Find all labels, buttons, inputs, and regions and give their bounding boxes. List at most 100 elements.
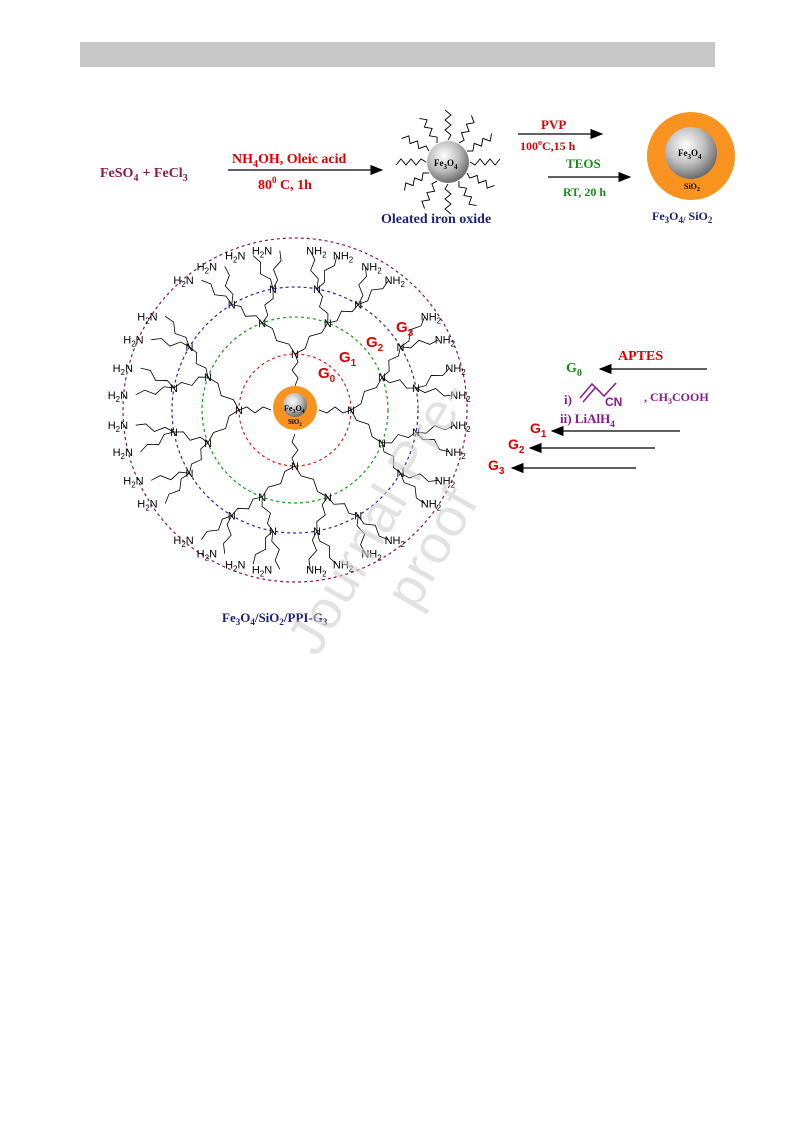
amine-group: H2N: [225, 251, 245, 265]
dendrimer-bond: [381, 376, 417, 389]
condition-teos: RT, 20 h: [563, 185, 606, 199]
iron-oxide-sphere: [427, 141, 469, 183]
dendrimer-bond: [262, 322, 296, 355]
nitrogen-atom: N: [170, 383, 178, 395]
dendrimer-bond: [400, 339, 439, 349]
product-name: Fe3O4/ SiO2: [652, 209, 713, 225]
dendrimer-bond: [238, 406, 272, 414]
dendrimer-bond: [358, 280, 389, 305]
dendrimer-bond: [151, 471, 190, 481]
dendrimer-bond: [316, 496, 329, 532]
reagent-nh4oh-oleic: NH4OH, Oleic acid: [232, 152, 346, 170]
oleic-chain: [401, 135, 430, 152]
dendrimer-bond: [357, 515, 389, 541]
dendrimer-bond: [135, 386, 175, 396]
dendrimer-bond: [140, 431, 175, 453]
oleic-chain: [458, 115, 475, 144]
amine-group: H2N: [113, 447, 133, 461]
oleic-chain: [458, 181, 477, 206]
amine-group: NH2: [445, 363, 466, 377]
dendrimer-bond: [223, 515, 233, 554]
amine-group: NH2: [435, 335, 456, 349]
dendrimer-bond: [350, 409, 383, 444]
nitrogen-atom: N: [228, 510, 236, 522]
dendrimer-bond: [261, 465, 296, 498]
amine-group: NH2: [306, 564, 327, 578]
nitrogen-atom: N: [204, 372, 212, 384]
nitrogen-atom: N: [412, 427, 420, 439]
dendrimer-bond: [381, 442, 401, 474]
amine-group: H2N: [252, 564, 272, 578]
nitrogen-atom: N: [269, 284, 277, 296]
amine-group: NH2: [445, 447, 466, 461]
reagent-teos: TEOS: [566, 156, 601, 171]
acrylonitrile-double-bond: [582, 387, 596, 403]
dendrimer-bond: [400, 473, 425, 504]
gen-label-g3: G3: [396, 319, 414, 339]
header-bar: [80, 42, 715, 67]
amine-group: H2N: [173, 275, 193, 289]
step-g0: G0: [566, 361, 582, 379]
amine-group: H2N: [197, 549, 217, 563]
dendrimer-bond: [165, 316, 190, 347]
nitrogen-atom: N: [170, 427, 178, 439]
nitrogen-atom: N: [347, 405, 355, 417]
nitrogen-atom: N: [186, 468, 194, 480]
oleic-chain: [395, 158, 427, 166]
dendrimer-bond: [327, 304, 359, 324]
ring-g3: [122, 237, 468, 583]
dendrimer-bond: [231, 304, 263, 324]
dendrimer-bond: [316, 255, 338, 290]
dendrimer-core-shell-label: SiO2: [288, 418, 302, 428]
dendrimer-bond: [272, 250, 282, 290]
product-core-sphere: [665, 127, 717, 179]
dendrimer-bond: [381, 346, 401, 378]
amine-group: H2N: [137, 499, 157, 513]
oleic-chain: [469, 158, 501, 166]
oleic-chain: [444, 109, 452, 141]
nitrogen-atom: N: [291, 461, 299, 473]
nitrogen-atom: N: [186, 342, 194, 354]
amine-group: NH2: [361, 549, 382, 563]
gen-label-g0: G0: [318, 365, 336, 385]
dendrimer-bond: [316, 530, 338, 565]
amine-group: H2N: [108, 420, 128, 434]
dendrimer-bond: [400, 316, 426, 348]
dendrimer-bond: [415, 367, 450, 389]
amine-group: H2N: [113, 363, 133, 377]
amine-group: NH2: [435, 475, 456, 489]
dendrimer-bond: [318, 406, 352, 414]
dendrimer-bond: [201, 279, 233, 305]
cn-group: CN: [605, 395, 622, 409]
dendrimer-bond: [356, 515, 366, 554]
dendrimer-bond: [382, 431, 417, 444]
dendrimer-bond: [400, 472, 439, 482]
reagent-aptes: APTES: [618, 349, 663, 364]
oleic-chain: [444, 183, 452, 215]
amine-group: H2N: [252, 246, 272, 260]
dendrimer-bond: [140, 367, 175, 389]
dendrimer-bond: [294, 465, 328, 498]
ring-g1: [201, 316, 389, 504]
oleated-name: Oleated iron oxide: [381, 212, 491, 227]
amine-group: H2N: [197, 261, 217, 275]
oleated-particle: [395, 109, 501, 215]
amine-group: NH2: [421, 311, 442, 325]
nitrogen-atom: N: [291, 349, 299, 361]
step-g3: G3: [488, 457, 505, 477]
dendrimer-bond: [252, 530, 274, 565]
dendrimer-core-sphere: [283, 393, 307, 417]
dendrimer-bond: [261, 497, 274, 532]
product-shell-label: SiO2: [684, 182, 700, 193]
amine-group: H2N: [123, 335, 143, 349]
dendrimer-bond: [261, 288, 274, 324]
dendrimer-bond: [201, 515, 232, 540]
dendrimer-bond: [164, 472, 190, 504]
dendrimer-bond: [415, 424, 455, 434]
ring-g2: [171, 286, 419, 534]
condition-pvp: 100oC,15 h: [520, 138, 576, 153]
amine-group: H2N: [225, 559, 245, 573]
dendrimer-bond: [327, 496, 359, 516]
reagent-pvp: PVP: [541, 117, 566, 132]
dendrimer-bond: [291, 353, 299, 387]
